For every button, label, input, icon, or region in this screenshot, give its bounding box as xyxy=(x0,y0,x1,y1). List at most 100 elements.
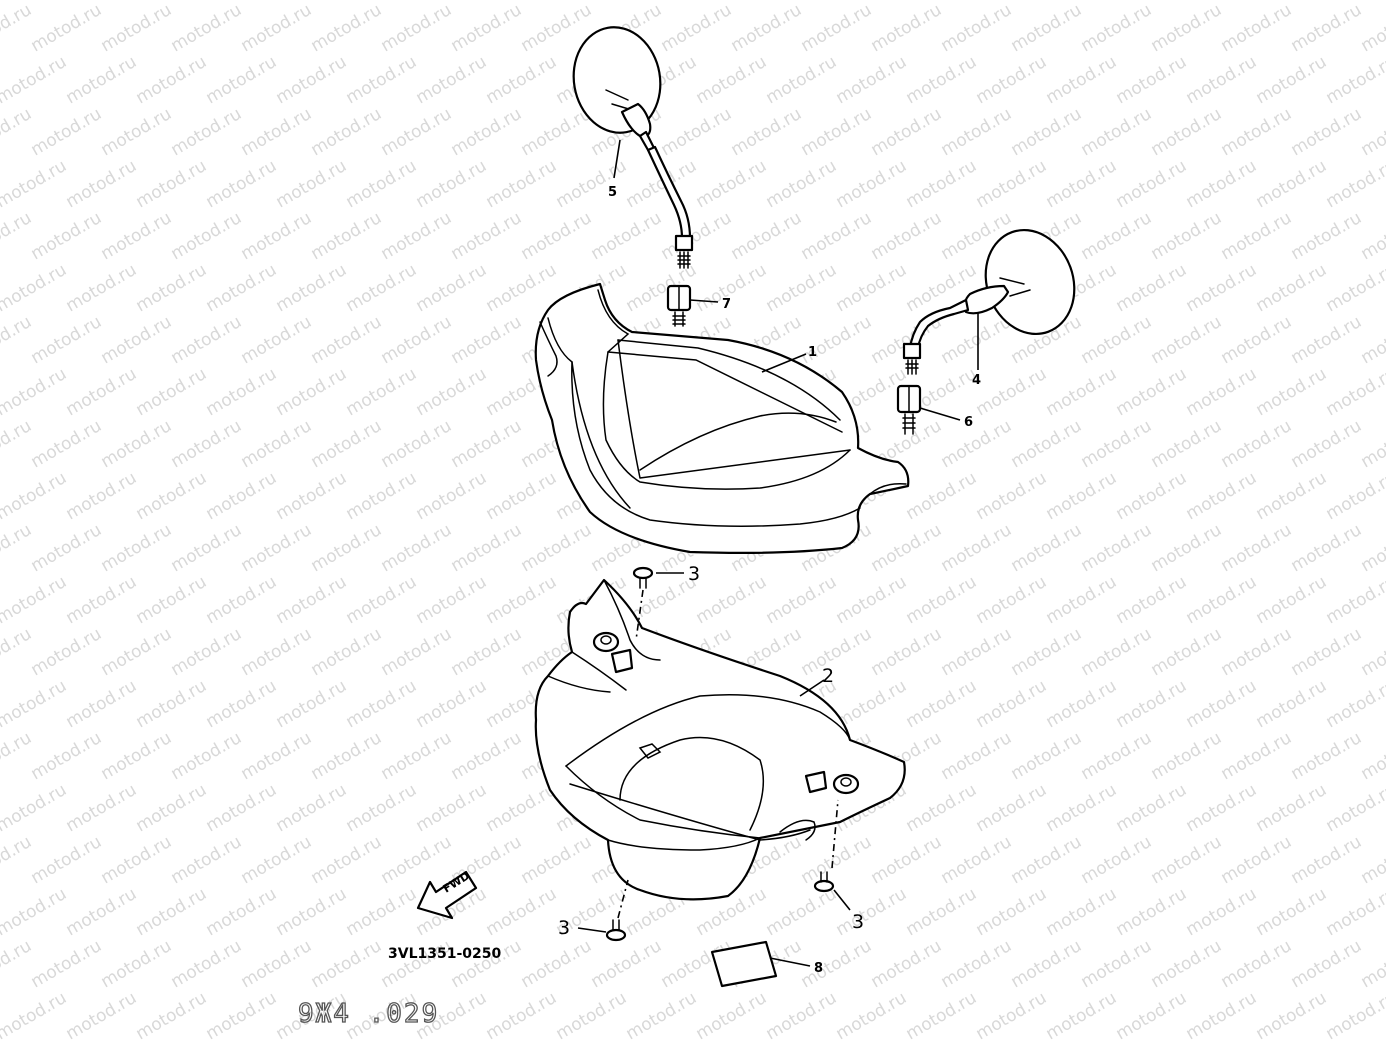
watermark-text: motod.ru xyxy=(973,572,1051,628)
watermark-text: motod.ru xyxy=(28,520,106,576)
watermark-text: motod.ru xyxy=(1043,884,1121,940)
watermark-text: motod.ru xyxy=(273,260,351,316)
watermark-text: motod.ru xyxy=(448,624,526,680)
watermark-text: motod.ru xyxy=(343,156,421,212)
watermark-text: motod.ru xyxy=(0,988,70,1040)
watermark-text: motod.ru xyxy=(1323,156,1386,212)
watermark-text: motod.ru xyxy=(168,936,246,992)
watermark-text: motod.ru xyxy=(693,988,771,1040)
watermark-text: motod.ru xyxy=(973,52,1051,108)
watermark-text: motod.ru xyxy=(728,104,806,160)
watermark-text: motod.ru xyxy=(833,572,911,628)
watermark-text: motod.ru xyxy=(1218,832,1296,888)
watermark-text: motod.ru xyxy=(1008,520,1086,576)
watermark-text: motod.ru xyxy=(133,52,211,108)
watermark-text: motod.ru xyxy=(1253,468,1331,524)
watermark-text: motod.ru xyxy=(203,676,281,732)
watermark-text: motod.ru xyxy=(518,936,596,992)
watermark-text: motod.ru xyxy=(833,260,911,316)
watermark-text: motod.ru xyxy=(1358,728,1386,784)
callout-7: 7 xyxy=(722,297,731,312)
watermark-text: motod.ru xyxy=(1183,156,1261,212)
watermark-text: motod.ru xyxy=(728,0,806,56)
watermark-text: motod.ru xyxy=(1218,416,1296,472)
watermark-text: motod.ru xyxy=(98,624,176,680)
watermark-text: motod.ru xyxy=(308,208,386,264)
watermark-text: motod.ru xyxy=(238,728,316,784)
watermark-text: motod.ru xyxy=(1078,416,1156,472)
watermark-text: motod.ru xyxy=(28,0,106,56)
watermark-text: motod.ru xyxy=(378,416,456,472)
watermark-text: motod.ru xyxy=(518,832,596,888)
watermark-text: motod.ru xyxy=(903,572,981,628)
watermark-text: motod.ru xyxy=(1148,520,1226,576)
watermark-text: motod.ru xyxy=(133,676,211,732)
callout-3-right: 3 xyxy=(852,911,864,933)
watermark-text: motod.ru xyxy=(238,208,316,264)
watermark-text: motod.ru xyxy=(938,832,1016,888)
watermark-text: motod.ru xyxy=(0,676,70,732)
watermark-text: motod.ru xyxy=(308,0,386,56)
watermark-text: motod.ru xyxy=(238,624,316,680)
watermark-text: motod.ru xyxy=(903,468,981,524)
watermark-text: motod.ru xyxy=(1358,416,1386,472)
watermark-text: motod.ru xyxy=(343,0,421,4)
watermark-text: motod.ru xyxy=(1043,0,1121,4)
watermark-text: motod.ru xyxy=(1148,104,1226,160)
watermark-text: motod.ru xyxy=(518,208,596,264)
watermark-text: motod.ru xyxy=(553,0,631,4)
watermark-text: motod.ru xyxy=(28,312,106,368)
watermark-text: motod.ru xyxy=(273,780,351,836)
watermark-text: motod.ru xyxy=(168,0,246,56)
watermark-text: motod.ru xyxy=(98,104,176,160)
watermark-text: motod.ru xyxy=(1183,0,1261,4)
watermark-text: motod.ru xyxy=(1358,520,1386,576)
watermark-text: motod.ru xyxy=(448,416,526,472)
watermark-text: motod.ru xyxy=(1323,988,1386,1040)
watermark-text: motod.ru xyxy=(203,52,281,108)
watermark-text: motod.ru xyxy=(133,572,211,628)
watermark-text: motod.ru xyxy=(0,0,70,4)
watermark-text: motod.ru xyxy=(1288,520,1366,576)
watermark-text: motod.ru xyxy=(203,572,281,628)
watermark-text: motod.ru xyxy=(1288,0,1366,56)
watermark-text: motod.ru xyxy=(483,52,561,108)
watermark-text: motod.ru xyxy=(868,208,946,264)
watermark-text: motod.ru xyxy=(868,520,946,576)
watermark-text: motod.ru xyxy=(238,832,316,888)
watermark-text: motod.ru xyxy=(1008,624,1086,680)
watermark-text: motod.ru xyxy=(273,364,351,420)
watermark-text: motod.ru xyxy=(0,156,70,212)
watermark-text: motod.ru xyxy=(378,728,456,784)
watermark-text: motod.ru xyxy=(588,936,666,992)
watermark-text: motod.ru xyxy=(1323,676,1386,732)
watermark-text: motod.ru xyxy=(343,364,421,420)
watermark-text: motod.ru xyxy=(1113,884,1191,940)
watermark-text: motod.ru xyxy=(1218,208,1296,264)
watermark-text: motod.ru xyxy=(1323,468,1386,524)
watermark-text: motod.ru xyxy=(0,52,70,108)
callout-6: 6 xyxy=(964,415,973,430)
watermark-text: motod.ru xyxy=(98,832,176,888)
watermark-text: motod.ru xyxy=(1078,728,1156,784)
watermark-text: motod.ru xyxy=(413,364,491,420)
watermark-text: motod.ru xyxy=(273,156,351,212)
watermark-text: motod.ru xyxy=(63,156,141,212)
watermark-text: motod.ru xyxy=(0,260,70,316)
watermark-text: motod.ru xyxy=(833,884,911,940)
watermark-text: motod.ru xyxy=(1043,468,1121,524)
watermark-text: motod.ru xyxy=(1323,780,1386,836)
watermark-text: motod.ru xyxy=(273,52,351,108)
watermark-text: motod.ru xyxy=(1148,936,1226,992)
watermark-text: motod.ru xyxy=(343,52,421,108)
watermark-text: motod.ru xyxy=(1218,728,1296,784)
watermark-text: motod.ru xyxy=(868,936,946,992)
watermark-text: motod.ru xyxy=(938,624,1016,680)
watermark-text: motod.ru xyxy=(343,780,421,836)
watermark-text: motod.ru xyxy=(1288,208,1366,264)
watermark-text: motod.ru xyxy=(133,988,211,1040)
watermark-text: motod.ru xyxy=(1288,936,1366,992)
watermark-text: motod.ru xyxy=(28,832,106,888)
watermark-text: motod.ru xyxy=(973,468,1051,524)
watermark-text: motod.ru xyxy=(378,104,456,160)
